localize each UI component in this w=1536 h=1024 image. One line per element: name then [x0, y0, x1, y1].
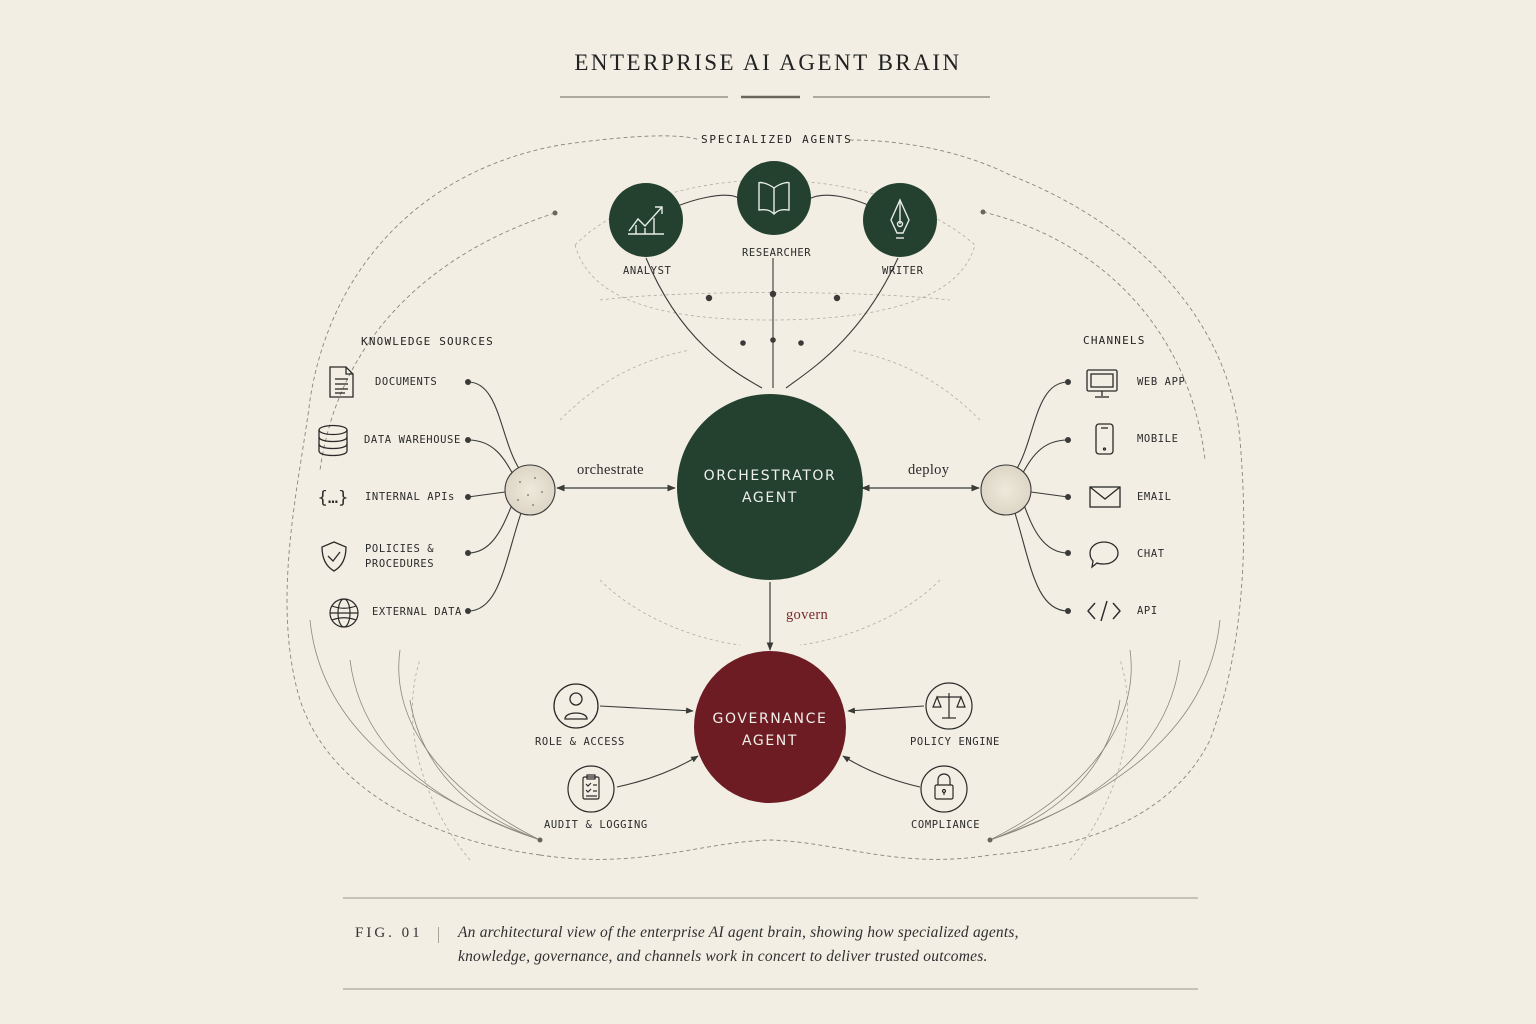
- section-channels: CHANNELS: [1083, 334, 1146, 347]
- lock-icon: [920, 765, 968, 813]
- gov-label-compliance: COMPLIANCE: [911, 819, 981, 831]
- agent-label-researcher: RESEARCHER: [742, 247, 812, 259]
- channel-hub: [980, 464, 1032, 516]
- pen-nib-icon: [890, 198, 910, 239]
- brain-outline: [286, 135, 1245, 860]
- document-icon: [329, 366, 354, 398]
- orchestrator-title: ORCHESTRATOR AGENT: [690, 465, 850, 509]
- clipboard-check-icon: [567, 765, 615, 813]
- knowledge-label-external-data: EXTERNAL DATA: [372, 606, 462, 618]
- brain-folds: [309, 619, 1221, 841]
- page-title: ENTERPRISE AI AGENT BRAIN: [574, 50, 962, 75]
- knowledge-label-internal-apis: INTERNAL APIs: [365, 491, 455, 503]
- phone-icon: [1095, 423, 1114, 455]
- governance-line1: GOVERNANCE: [712, 711, 828, 727]
- section-knowledge-sources: KNOWLEDGE SOURCES: [361, 335, 494, 348]
- agent-label-analyst: ANALYST: [623, 265, 672, 277]
- governance-title: GOVERNANCE AGENT: [690, 708, 850, 752]
- governance-arrows: [599, 705, 925, 788]
- caption-line1: An architectural view of the enterprise …: [458, 924, 1019, 941]
- brain-lobes: [411, 179, 1129, 861]
- channel-label-web-app: WEB APP: [1137, 376, 1186, 388]
- agent-researcher: [737, 161, 811, 235]
- envelope-icon: [1089, 486, 1121, 508]
- agent-label-writer: WRITER: [882, 265, 924, 277]
- knowledge-label-documents: DOCUMENTS: [375, 376, 438, 388]
- globe-icon: [329, 598, 359, 628]
- gov-label-policy-engine: POLICY ENGINE: [910, 736, 1000, 748]
- governance-line2: AGENT: [741, 733, 799, 749]
- book-icon: [758, 181, 790, 215]
- orchestrator-line2: AGENT: [741, 490, 799, 506]
- knowledge-label-policies-line1: POLICIES &: [365, 543, 435, 555]
- chart-icon: [628, 206, 664, 235]
- channel-dots: [1065, 379, 1071, 614]
- user-icon: [553, 683, 599, 729]
- channel-label-email: EMAIL: [1137, 491, 1172, 503]
- svg-text:{…}: {…}: [318, 488, 349, 508]
- section-specialized-agents: SPECIALIZED AGENTS: [701, 133, 853, 146]
- braces-icon: {…}: [318, 488, 349, 508]
- verb-deploy: deploy: [908, 462, 950, 478]
- chat-bubble-icon: [1089, 541, 1119, 569]
- orchestrator-line1: ORCHESTRATOR: [703, 468, 837, 484]
- shield-check-icon: [321, 541, 347, 572]
- governance-agent: [694, 651, 846, 803]
- agent-connectors: [645, 194, 899, 389]
- agent-analyst: [609, 183, 683, 257]
- figure-divider: [438, 927, 439, 943]
- knowledge-label-policies-line2: PROCEDURES: [365, 558, 435, 570]
- channel-label-api: API: [1137, 605, 1158, 617]
- outline-dots: [537, 209, 993, 843]
- connector-dots: [705, 290, 841, 346]
- verb-orchestrate: orchestrate: [577, 462, 644, 478]
- monitor-icon: [1086, 369, 1118, 398]
- figure-number: FIG. 01: [355, 925, 423, 941]
- channel-label-chat: CHAT: [1137, 548, 1165, 560]
- verb-govern: govern: [786, 607, 829, 623]
- knowledge-label-data-warehouse: DATA WAREHOUSE: [364, 434, 461, 446]
- main-arrows: [556, 484, 980, 651]
- agent-writer: [863, 183, 937, 257]
- gov-label-audit-logging: AUDIT & LOGGING: [544, 819, 648, 831]
- channel-label-mobile: MOBILE: [1137, 433, 1179, 445]
- database-icon: [318, 424, 348, 457]
- gov-label-role-access: ROLE & ACCESS: [535, 736, 625, 748]
- knowledge-dots: [465, 379, 471, 614]
- knowledge-hub: [504, 464, 556, 516]
- orchestrator-agent: [677, 394, 863, 580]
- caption-line2: knowledge, governance, and channels work…: [458, 948, 988, 965]
- code-icon: [1087, 600, 1121, 622]
- knowledge-connectors: [467, 381, 523, 612]
- scales-icon: [925, 682, 973, 730]
